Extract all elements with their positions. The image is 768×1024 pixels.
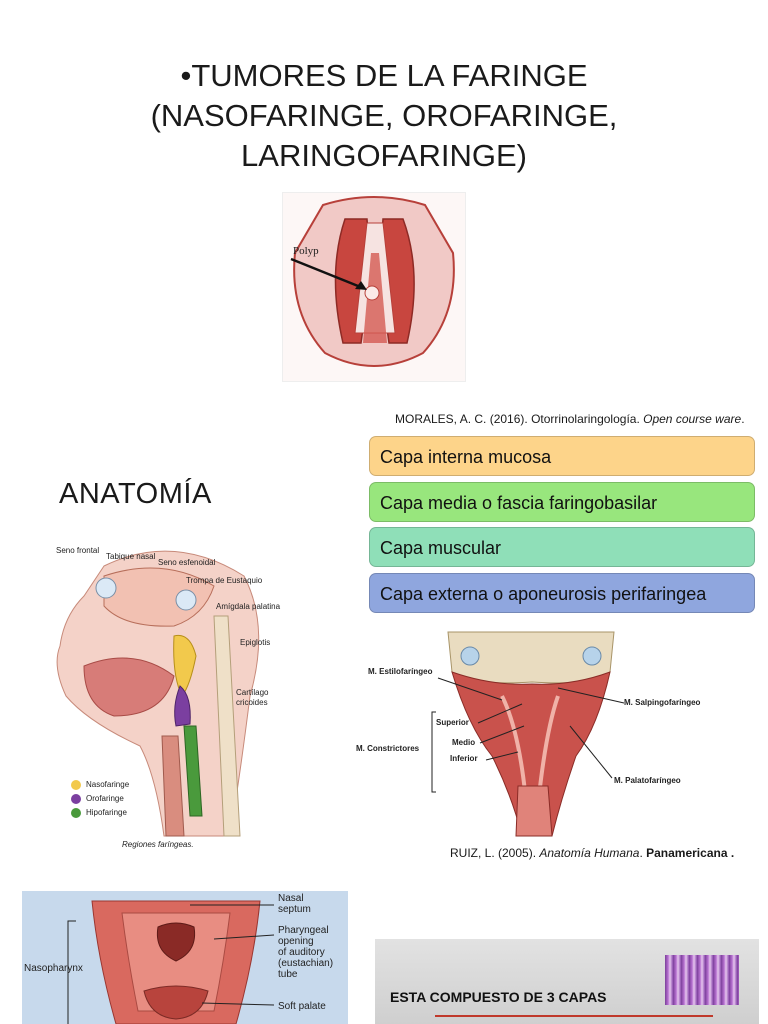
sagittal-pharynx-figure: Seno frontal Tabique nasal Seno esfenoid… <box>44 536 298 856</box>
pharyngeal-muscles-figure: M. Estilofaríngeo M. Salpingofaríngeo Su… <box>352 626 722 838</box>
label-pharyngeal-line2: opening <box>278 936 314 947</box>
label-constrictores: M. Constrictores <box>356 744 420 753</box>
anatomy-heading: ANATOMÍA <box>59 478 212 510</box>
citation-morales: MORALES, A. C. (2016). Otorrinolaringolo… <box>395 412 745 426</box>
layer-aponeurosis: Capa externa o aponeurosis perifaringea <box>369 573 755 613</box>
citation-ruiz: RUIZ, L. (2005). Anatomía Humana. Paname… <box>450 846 734 860</box>
citation-end: . <box>741 412 745 426</box>
label-salpingofaringeo: M. Salpingofaríngeo <box>624 698 701 707</box>
label-pharyngeal-line4: (eustachian) <box>278 958 334 969</box>
layer-muscular: Capa muscular <box>369 527 755 567</box>
sagittal-head-drawing <box>56 550 260 837</box>
histology-slide-text: ESTA COMPUESTO DE 3 CAPAS <box>390 989 607 1005</box>
label-seno-frontal: Seno frontal <box>56 546 100 555</box>
legend-hipofaringe: Hipofaringe <box>86 808 127 817</box>
label-nasopharynx: Nasopharynx <box>24 963 83 974</box>
label-estilofaringeo: M. Estilofaríngeo <box>368 667 433 676</box>
label-inferior: Inferior <box>450 754 478 763</box>
nasopharynx-drawing <box>67 900 275 1024</box>
legend-orofaringe: Orofaringe <box>86 794 124 803</box>
histology-micrograph <box>665 955 739 1005</box>
figure-caption: Regiones faríngeas. <box>122 840 194 849</box>
label-pharyngeal-opening: Pharyngeal opening of auditory (eustachi… <box>278 925 333 980</box>
layer-mucosa: Capa interna mucosa <box>369 436 755 476</box>
label-palatofaringeo: M. Palatofaríngeo <box>614 776 681 785</box>
label-nasal-line1: Nasal <box>278 893 304 904</box>
label-amigdala: Amígdala palatina <box>216 602 281 611</box>
label-nasal-line2: septum <box>278 904 311 915</box>
label-soft-palate: Soft palate <box>278 1001 326 1012</box>
label-seno-esfenoidal: Seno esfenoidal <box>158 558 216 567</box>
citation-authors: MORALES, A. C. (2016). <box>395 412 532 426</box>
label-superior: Superior <box>436 718 469 727</box>
vocal-folds-drawing <box>290 196 455 367</box>
layer-fascia: Capa media o fascia faringobasilar <box>369 482 755 522</box>
histology-accent-line <box>435 1015 713 1017</box>
label-tabique-nasal: Tabique nasal <box>106 552 156 561</box>
pharyngeal-muscles-drawing <box>431 631 625 837</box>
polyp-illustration: Polyp <box>282 192 466 382</box>
label-medio: Medio <box>452 738 476 747</box>
legend-nasofaringe: Nasofaringe <box>86 780 130 789</box>
legend-swatch-orofaringe <box>71 794 81 804</box>
legend-swatch-nasofaringe <box>71 780 81 790</box>
label-cricoides: cricoides <box>236 698 268 707</box>
citation-source: Open course ware <box>643 412 742 426</box>
title-line-2: (NASOFARINGE, OROFARINGE, <box>150 98 618 133</box>
page-title: •TUMORES DE LA FARINGE (NASOFARINGE, ORO… <box>0 56 768 176</box>
histology-slide: ESTA COMPUESTO DE 3 CAPAS <box>375 939 759 1024</box>
citation-subject: Otorrinolaringología. <box>531 412 644 426</box>
label-pharyngeal-line5: tube <box>278 969 298 980</box>
title-line-3: LARINGOFARINGE) <box>241 138 527 173</box>
citation-ruiz-publisher: Panamericana . <box>646 846 735 860</box>
legend-swatch-hipofaringe <box>71 808 81 818</box>
nasopharynx-figure: Nasal septum Pharyngeal opening of audit… <box>22 891 348 1024</box>
label-trompa: Trompa de Eustaquio <box>186 576 263 585</box>
label-pharyngeal-line1: Pharyngeal <box>278 925 329 936</box>
citation-ruiz-title: Anatomía Humana <box>539 846 640 860</box>
label-epiglotis: Epiglotis <box>240 638 271 647</box>
polyp-label: Polyp <box>293 245 319 257</box>
title-line-1: •TUMORES DE LA FARINGE <box>180 58 588 93</box>
label-nasal-septum: Nasal septum <box>278 893 311 915</box>
citation-ruiz-sep: . <box>639 846 647 860</box>
label-pharyngeal-line3: of auditory <box>278 947 325 958</box>
label-cartilago: Cartílago <box>236 688 269 697</box>
citation-ruiz-authors: RUIZ, L. (2005). <box>450 846 540 860</box>
